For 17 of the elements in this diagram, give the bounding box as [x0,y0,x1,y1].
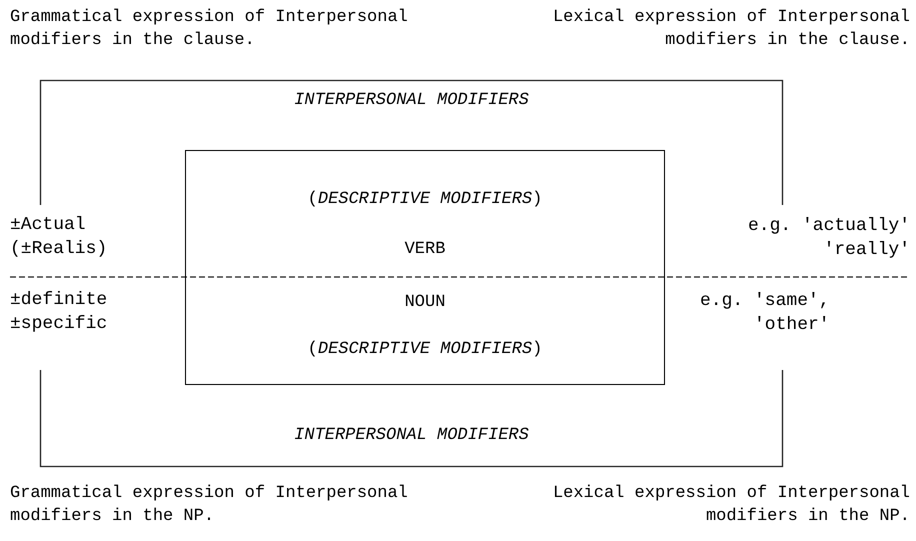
annotation-text: (±Realis) [10,238,108,261]
node-text: (DESCRIPTIVE MODIFIERS) [308,189,542,211]
node-text: NOUN [404,292,446,314]
node-text: INTERPERSONAL MODIFIERS [294,90,529,112]
annotation-text: ±definite [10,289,108,312]
annotation-text: e.g. 'same', 'other' [700,290,831,337]
node-text: INTERPERSONAL MODIFIERS [294,425,529,447]
node-text: (DESCRIPTIVE MODIFIERS) [308,339,542,361]
annotation-text: Lexical expression of Interpersonal modifiers in the NP. [552,483,910,528]
annotation-text: ±Actual [10,214,86,237]
annotation-text: Grammatical expression of Interpersonal modifiers in the clause. [10,7,409,52]
annotation-text: Grammatical expression of Interpersonal modifiers in the NP. [10,483,409,528]
node-text: VERB [404,239,446,261]
annotation-text: e.g. 'actually' 'really' [746,215,910,262]
annotation-text: Lexical expression of Interpersonal modifiers in the clause. [552,7,910,52]
inner-box [185,150,665,385]
annotation-text: ±specific [10,313,108,336]
